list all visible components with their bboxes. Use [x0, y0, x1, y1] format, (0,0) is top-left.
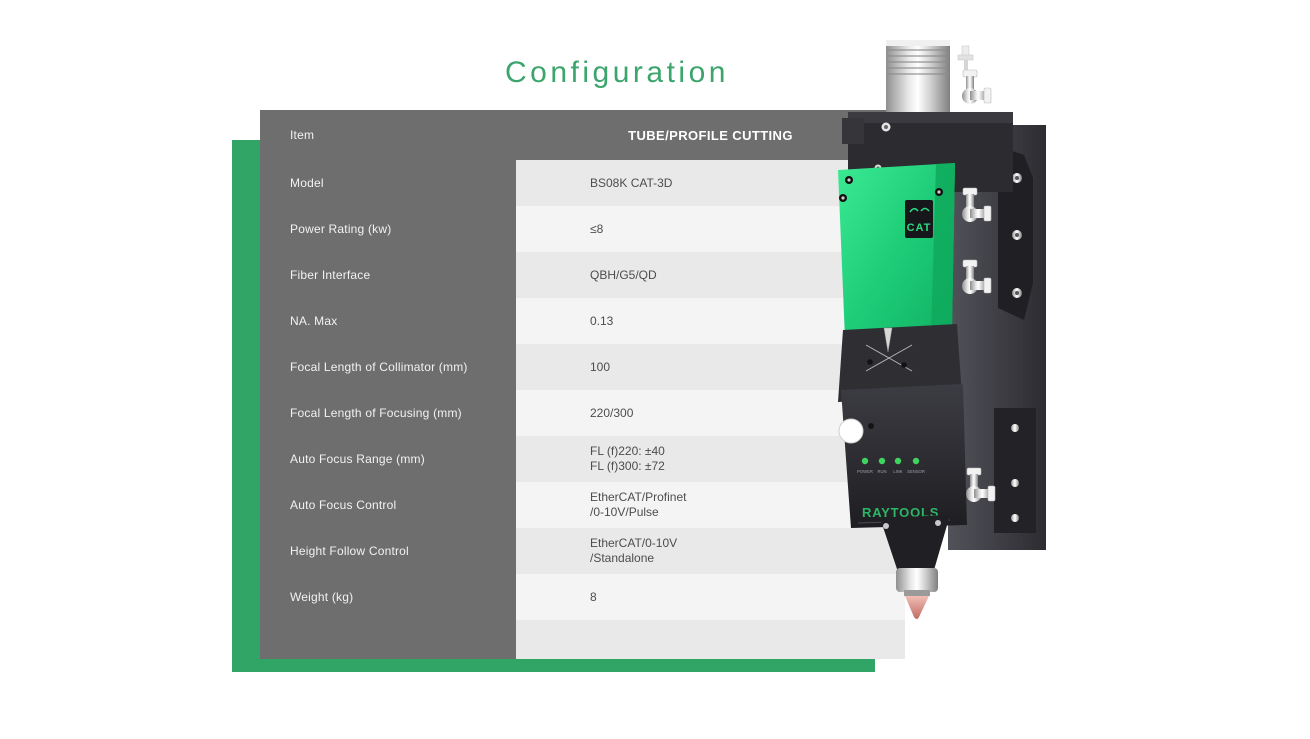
row-label	[260, 620, 516, 659]
table-header-row: Item TUBE/PROFILE CUTTING	[260, 110, 905, 160]
table-row: Weight (kg) 8	[260, 574, 905, 620]
table-row: Auto Focus Range (mm) FL (f)220: ±40 FL …	[260, 436, 905, 482]
fiber-connector	[886, 40, 950, 118]
led-label-power: POWER	[857, 469, 873, 474]
row-label: Auto Focus Control	[290, 498, 397, 512]
row-value: 0.13	[516, 298, 905, 344]
nozzle	[880, 515, 950, 619]
led-label-run: RUN	[877, 469, 886, 474]
row-label: Auto Focus Range (mm)	[290, 452, 425, 466]
row-label: Focal Length of Collimator (mm)	[290, 360, 468, 374]
row-label: Model	[290, 176, 324, 190]
knob	[838, 418, 864, 444]
table-row: Focal Length of Focusing (mm) 220/300	[260, 390, 905, 436]
table-row: Height Follow Control EtherCAT/0-10V /St…	[260, 528, 905, 574]
row-label: Weight (kg)	[290, 590, 354, 604]
led-label-sensor: SENSOR	[907, 469, 925, 474]
config-table: Item TUBE/PROFILE CUTTING Model BS08K CA…	[260, 110, 905, 659]
row-label: Power Rating (kw)	[290, 222, 392, 236]
row-value: EtherCAT/0-10V /Standalone	[516, 528, 905, 574]
raytools-logo: RAYTOOLS	[862, 505, 939, 520]
row-value: FL (f)220: ±40 FL (f)300: ±72	[516, 436, 905, 482]
row-value: 8	[516, 574, 905, 620]
row-label: NA. Max	[290, 314, 338, 328]
row-value	[516, 620, 905, 659]
cat-badge-text: CAT	[907, 222, 932, 234]
table-row: Auto Focus Control EtherCAT/Profinet /0-…	[260, 482, 905, 528]
product-image: CAT POWER RUN LINK SENSOR RAYTOOLS	[838, 40, 1046, 619]
header-value: TUBE/PROFILE CUTTING	[628, 127, 793, 143]
green-front-panel: CAT	[838, 163, 955, 346]
control-panel: POWER RUN LINK SENSOR RAYTOOLS	[838, 384, 967, 528]
status-leds: POWER RUN LINK SENSOR	[857, 457, 925, 474]
adjustment-panel	[838, 324, 962, 402]
page-title: Configuration	[505, 56, 729, 89]
led-label-link: LINK	[893, 469, 903, 474]
table-row: Fiber Interface QBH/G5/QD	[260, 252, 905, 298]
row-value: EtherCAT/Profinet /0-10V/Pulse	[516, 482, 905, 528]
row-label: Focal Length of Focusing (mm)	[290, 406, 462, 420]
table-row-empty	[260, 620, 905, 659]
row-label: Height Follow Control	[290, 544, 409, 558]
table-row: Model BS08K CAT-3D	[260, 160, 905, 206]
table-row: Focal Length of Collimator (mm) 100	[260, 344, 905, 390]
table-row: NA. Max 0.13	[260, 298, 905, 344]
header-label: Item	[290, 128, 315, 142]
table-row: Power Rating (kw) ≤8	[260, 206, 905, 252]
row-label: Fiber Interface	[290, 268, 371, 282]
cat-badge: CAT	[905, 200, 933, 238]
row-value: QBH/G5/QD	[516, 252, 905, 298]
